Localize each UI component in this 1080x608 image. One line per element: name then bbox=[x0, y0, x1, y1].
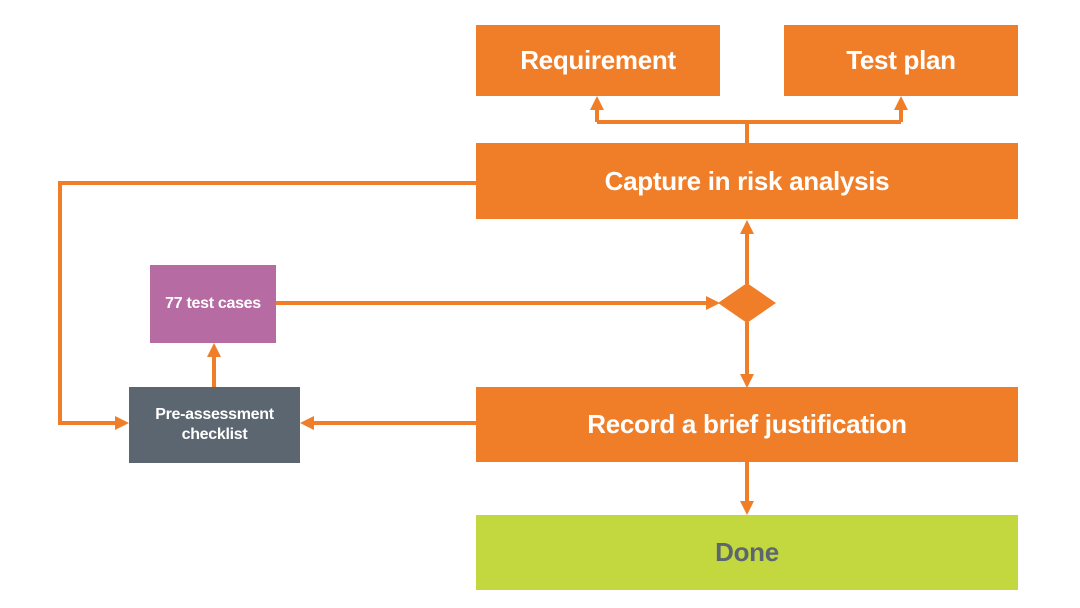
edge-record-to-done bbox=[740, 462, 754, 515]
edge-checklist-to-test-cases bbox=[207, 343, 221, 387]
arrowhead-up-into-requirement bbox=[590, 96, 604, 110]
arrowhead-down-into-done bbox=[740, 501, 754, 515]
node-test-plan: Test plan bbox=[784, 25, 1018, 96]
arrowhead-right-into-checklist bbox=[115, 416, 129, 430]
node-record-justification-label: Record a brief justification bbox=[587, 409, 907, 439]
node-capture-label: Capture in risk analysis bbox=[604, 165, 890, 196]
arrowhead-down-into-record bbox=[740, 374, 754, 388]
arrowhead-left-into-checklist bbox=[300, 416, 314, 430]
node-pre-assessment-checklist-label: Pre-assessment checklist bbox=[155, 406, 274, 443]
node-77-test-cases-label: 77 test cases bbox=[165, 295, 261, 312]
node-done: Done bbox=[476, 515, 1018, 590]
arrowhead-right-into-decision bbox=[706, 296, 720, 310]
node-test-plan-label: Test plan bbox=[846, 45, 956, 75]
arrowhead-up-into-test-cases bbox=[207, 343, 221, 357]
node-77-test-cases: 77 test cases bbox=[150, 265, 276, 343]
arrowhead-up-into-capture bbox=[740, 220, 754, 234]
edge-record-to-checklist bbox=[300, 416, 476, 430]
node-done-label: Done bbox=[715, 537, 779, 567]
decision-diamond bbox=[718, 283, 776, 323]
node-pre-assessment-checklist: Pre-assessment checklist bbox=[129, 387, 300, 463]
node-requirement: Requirement bbox=[476, 25, 720, 96]
edge-capture-to-requirement-and-test-plan bbox=[590, 96, 908, 143]
node-record-justification: Record a brief justification bbox=[476, 387, 1018, 462]
edge-test-cases-to-decision bbox=[276, 296, 720, 310]
edge-decision-to-record bbox=[740, 322, 754, 388]
node-capture-in-risk-analysis: Capture in risk analysis bbox=[476, 143, 1018, 219]
arrowhead-up-into-test-plan bbox=[894, 96, 908, 110]
node-requirement-label: Requirement bbox=[520, 45, 676, 75]
edge-decision-to-capture bbox=[740, 220, 754, 284]
